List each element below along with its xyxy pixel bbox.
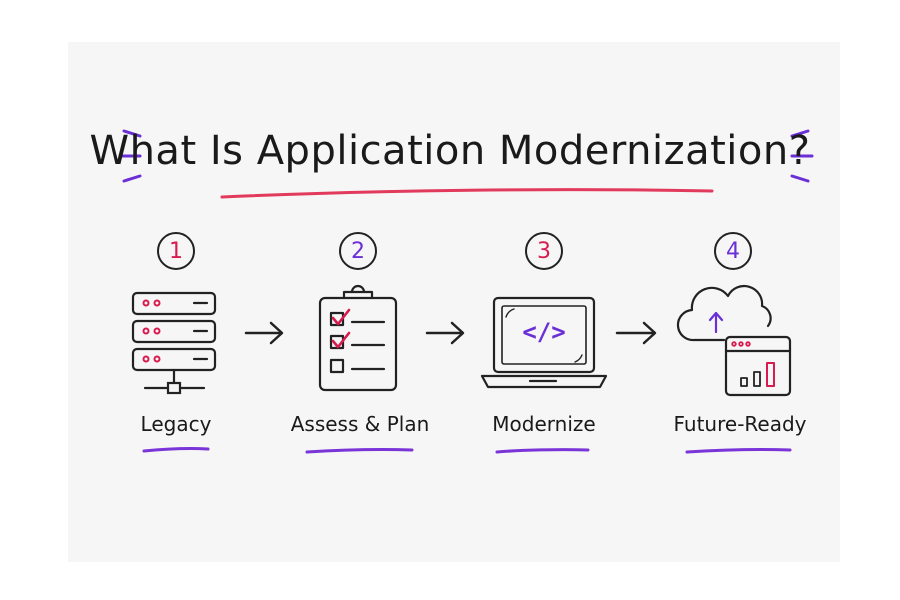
step-number-2: 2 bbox=[339, 232, 377, 270]
arrow-right-icon bbox=[425, 321, 465, 345]
step-number-3: 3 bbox=[525, 232, 563, 270]
sparkle-left-icon bbox=[118, 129, 142, 183]
arrow-right-icon bbox=[244, 321, 284, 345]
step-label-assess-plan: Assess & Plan bbox=[290, 412, 430, 436]
code-glyph: </> bbox=[522, 318, 566, 346]
clipboard-checklist-icon bbox=[318, 284, 398, 392]
sparkle-right-icon bbox=[790, 129, 814, 183]
label-underline bbox=[495, 448, 590, 454]
page-title: What Is Application Modernization? bbox=[89, 128, 811, 174]
label-underline bbox=[142, 447, 210, 453]
cloud-dashboard-icon bbox=[676, 284, 792, 397]
step-label-modernize: Modernize bbox=[492, 412, 596, 436]
arrow-right-icon bbox=[615, 321, 657, 345]
label-underline bbox=[305, 448, 414, 454]
label-underline bbox=[685, 448, 792, 454]
step-label-legacy: Legacy bbox=[140, 412, 212, 436]
step-number-1: 1 bbox=[157, 232, 195, 270]
step-label-future-ready: Future-Ready bbox=[673, 412, 807, 436]
laptop-code-icon bbox=[480, 296, 608, 389]
server-stack-icon bbox=[131, 291, 217, 395]
title-underline bbox=[220, 188, 714, 199]
step-number-4: 4 bbox=[714, 232, 752, 270]
